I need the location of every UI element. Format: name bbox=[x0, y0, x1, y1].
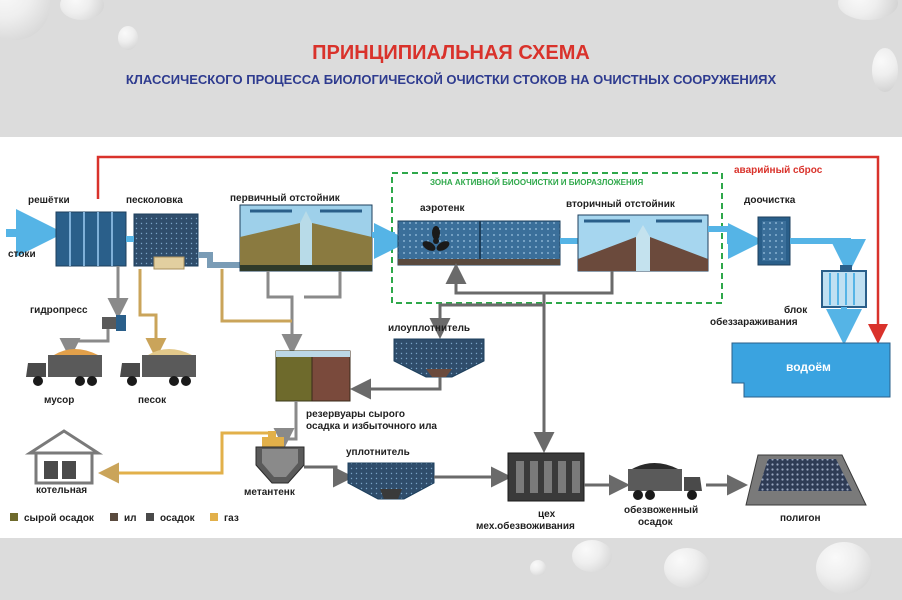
water-drop-icon bbox=[118, 26, 138, 50]
label-primary-clarifier: первичный отстойник bbox=[230, 193, 341, 204]
legend-label: осадок bbox=[160, 513, 196, 524]
secondary-clarifier bbox=[577, 214, 709, 272]
dump-truck-icon bbox=[120, 349, 196, 386]
label-disinfection-2: обеззараживания bbox=[710, 316, 798, 328]
page-title: ПРИНЦИПИАЛЬНАЯ СХЕМА bbox=[312, 42, 590, 64]
boiler-house-icon bbox=[24, 429, 104, 485]
water-body bbox=[731, 342, 891, 398]
water-drop-icon bbox=[60, 0, 104, 20]
aerator-icon bbox=[422, 226, 450, 251]
digester bbox=[255, 431, 305, 484]
water-drop-icon bbox=[816, 542, 872, 594]
landfill bbox=[745, 454, 867, 506]
disinfection-unit bbox=[821, 265, 867, 308]
page-subtitle: КЛАССИЧЕСКОГО ПРОЦЕССА БИОЛОГИЧЕСКОЙ ОЧИ… bbox=[125, 72, 777, 87]
label-disinfection-1: блок bbox=[784, 304, 808, 316]
water-drop-icon bbox=[872, 48, 898, 92]
label-peskolovka: песколовка bbox=[126, 195, 183, 206]
legend-swatch bbox=[10, 513, 18, 521]
aeration-tank bbox=[397, 220, 561, 266]
water-pipe bbox=[372, 223, 410, 259]
label-boiler-house: котельная bbox=[36, 485, 87, 496]
label-secondary-clarifier: вторичный отстойник bbox=[566, 199, 676, 210]
label-workshop-1: цех bbox=[538, 509, 556, 520]
post-treatment-filter bbox=[757, 216, 791, 266]
raw-sludge-reservoirs bbox=[275, 350, 351, 402]
water-drop-icon bbox=[572, 540, 612, 572]
label-pesok: песок bbox=[138, 395, 167, 406]
label-aerotank: аэротенк bbox=[420, 203, 466, 214]
label-thickener: уплотнитель bbox=[346, 447, 410, 458]
legend-label: сырой осадок bbox=[24, 513, 95, 524]
label-stoki: стоки bbox=[8, 249, 36, 260]
label-musor: мусор bbox=[44, 395, 74, 406]
emergency-discharge-line bbox=[96, 155, 888, 344]
label-emergency-discharge: аварийный сброс bbox=[734, 164, 823, 176]
water-pipe bbox=[708, 223, 764, 259]
raw-sludge-line bbox=[266, 271, 303, 355]
label-zone: ЗОНА АКТИВНОЙ БИООЧИСТКИ И БИОРАЗЛОЖЕНИЯ bbox=[430, 178, 644, 187]
label-hydropress: гидропресс bbox=[30, 305, 88, 316]
thickened-sludge-line bbox=[350, 377, 442, 400]
process-diagram: аварийный сброс ЗОНА АКТИВНОЙ БИООЧИСТКИ… bbox=[6, 155, 891, 532]
sand-line bbox=[138, 269, 167, 359]
sludge-thickener bbox=[393, 338, 485, 378]
sludge-to-digester-line bbox=[273, 401, 298, 449]
label-reshetki: решётки bbox=[28, 195, 70, 206]
dump-truck-icon bbox=[628, 463, 702, 500]
thickener bbox=[347, 462, 435, 500]
legend-label: газ bbox=[224, 513, 239, 524]
hydropress bbox=[102, 315, 126, 331]
legend-swatch bbox=[210, 513, 218, 521]
dewatering-workshop bbox=[507, 452, 585, 502]
screenings-line bbox=[59, 329, 110, 359]
label-digester: метантенк bbox=[244, 487, 296, 498]
label-water-body: водоём bbox=[786, 360, 831, 374]
grit-chamber bbox=[133, 213, 199, 270]
water-pipe bbox=[790, 238, 866, 275]
excess-sludge-line bbox=[429, 303, 544, 339]
legend-label: ил bbox=[124, 513, 137, 524]
label-workshop-2: мех.обезвоживания bbox=[476, 520, 575, 532]
gas-line bbox=[98, 431, 272, 484]
legend-swatch bbox=[110, 513, 118, 521]
legend-swatch bbox=[146, 513, 154, 521]
water-drop-icon bbox=[0, 0, 50, 40]
water-drop-icon bbox=[530, 560, 546, 576]
screens-unit bbox=[55, 211, 127, 267]
label-landfill: полигон bbox=[780, 513, 821, 524]
label-reservoirs-2: осадка и избыточного ила bbox=[306, 420, 437, 432]
raw-sludge-line bbox=[304, 271, 342, 299]
label-post-treatment: доочистка bbox=[744, 195, 796, 206]
raw-sludge-line bbox=[220, 269, 292, 323]
water-pipe bbox=[198, 252, 240, 268]
dump-truck-icon bbox=[26, 349, 102, 386]
label-sludge-thickener: илоуплотнитель bbox=[388, 323, 470, 334]
water-drop-icon bbox=[838, 0, 898, 20]
legend: сырой осадок ил осадок газ bbox=[10, 513, 239, 524]
label-dewatered-2: осадок bbox=[638, 517, 674, 528]
label-reservoirs-1: резервуары сырого bbox=[306, 409, 405, 420]
diagram-panel: аварийный сброс ЗОНА АКТИВНОЙ БИООЧИСТКИ… bbox=[0, 137, 902, 538]
label-dewatered-1: обезвоженный bbox=[624, 504, 698, 516]
primary-clarifier bbox=[239, 204, 373, 272]
return-sludge-line bbox=[445, 263, 614, 295]
digested-sludge-line bbox=[304, 465, 354, 488]
water-drop-icon bbox=[664, 548, 710, 588]
